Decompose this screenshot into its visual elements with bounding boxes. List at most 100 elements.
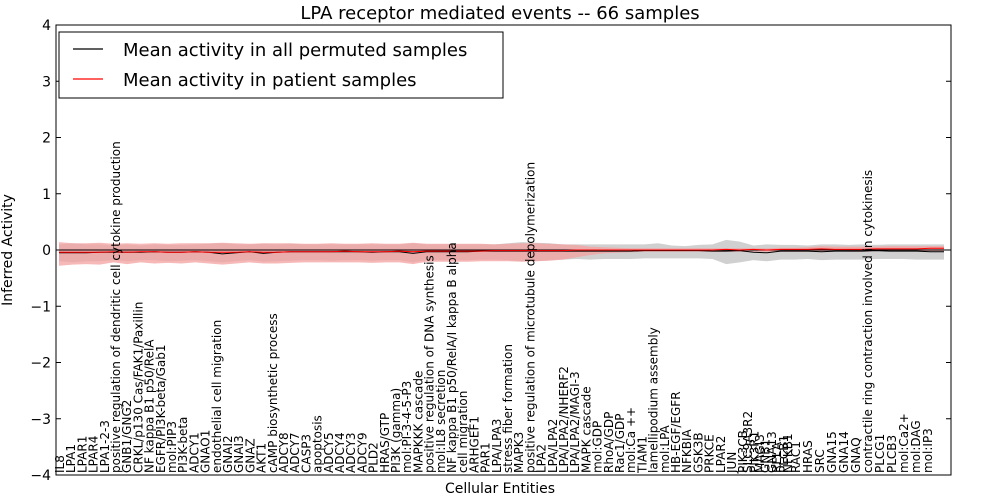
- entity-label: lamellipodium assembly: [647, 327, 661, 473]
- y-tick-label: 2: [42, 131, 51, 147]
- entity-label: SLC9A3R2: [741, 411, 755, 473]
- entity-label: MAPKKK cascade: [411, 371, 425, 473]
- entity-label: MAPK3: [512, 432, 526, 473]
- entity-label: ADCY8: [277, 432, 291, 473]
- plot-area: [56, 239, 951, 266]
- legend-box: [58, 31, 504, 99]
- entity-label: Rac1/GDP: [613, 414, 627, 473]
- y-tick-label: 0: [42, 243, 51, 259]
- entity-label: PLD2: [367, 442, 381, 473]
- entity-label: GSK3B: [691, 432, 705, 473]
- entity-label: NF kappa B1 p50/RelA: [143, 339, 157, 473]
- entity-label: cell migration: [456, 391, 470, 473]
- entity-label: ADCY7: [288, 432, 302, 473]
- entity-label: ADCY5: [322, 432, 336, 473]
- entity-label: mol:GDP: [591, 421, 605, 473]
- entity-label: mol:LPA: [658, 424, 672, 473]
- entity-label: LPA/LPA2/NHERF2: [557, 366, 571, 473]
- entity-label: PAR1: [479, 442, 493, 473]
- y-tick-label: −3: [30, 412, 51, 428]
- entity-label: RELA: [770, 441, 784, 473]
- entity-label: mol:PIP3: [165, 421, 179, 473]
- patient-samples-band: [59, 242, 944, 266]
- entity-label: EGFR/PI3K-beta/Gab1: [154, 344, 168, 473]
- entity-label: PLCG1: [873, 434, 887, 473]
- entity-label: HB-EGF/EGFR: [669, 391, 683, 473]
- patient-samples-line: [59, 247, 944, 253]
- legend: Mean activity in all permuted samples Me…: [58, 31, 504, 99]
- entity-label: PLCB3: [885, 435, 899, 473]
- y-tick-label: 1: [42, 187, 51, 203]
- entity-label: mol:DAG: [909, 420, 923, 473]
- entity-label: SRC: [813, 449, 827, 473]
- entity-label: TIAM1: [635, 436, 649, 474]
- entity-label: GNAI3: [232, 435, 246, 473]
- entity-label: LPAR4: [87, 436, 101, 473]
- y-tick-label: −2: [30, 356, 51, 372]
- entity-label: stress fiber formation: [501, 344, 515, 473]
- entity-label: PI3K-beta: [176, 417, 190, 473]
- entity-label: LPA/LPA2: [546, 419, 560, 473]
- y-tick-label: −4: [30, 468, 51, 484]
- entity-label: endothelial cell migration: [210, 320, 224, 473]
- entity-label: mol:Ca2+: [897, 413, 911, 473]
- entity-label: RhoA/GDP: [602, 412, 616, 473]
- entity-label: LPA/LPA2/MAGI-3: [568, 371, 582, 473]
- entity-label: HRAS/GTP: [378, 413, 392, 473]
- entity-label: ADCY3: [344, 432, 358, 473]
- y-tick-label: −1: [30, 299, 51, 315]
- entity-label: LPA2: [535, 444, 549, 473]
- entity-label: CASP3: [299, 434, 313, 473]
- x-axis-label: Cellular Entities: [445, 481, 555, 497]
- entity-label: RAC1: [789, 441, 803, 473]
- entity-label: LPA1: [64, 444, 78, 473]
- entity-label: GNB1: [759, 439, 773, 473]
- entity-label: MAPK cascade: [579, 386, 593, 473]
- y-axis-label: Inferred Activity: [0, 194, 16, 306]
- entity-label: NF kappa B1 p50/RelA/I kappa B alpha: [445, 242, 459, 473]
- entity-label: HRAS: [801, 440, 815, 473]
- entity-label: ADCY9: [355, 432, 369, 473]
- legend-label-patient: Mean activity in patient samples: [123, 70, 417, 91]
- entity-label: GNB1/GNG2: [120, 400, 134, 473]
- entity-label: mol:Ca ++: [624, 407, 638, 473]
- entity-label: IL8: [53, 455, 67, 473]
- entity-label: GNAQ: [849, 437, 863, 473]
- y-tick-label: 3: [42, 74, 51, 90]
- entity-label: LPA/LPA3: [490, 419, 504, 473]
- entity-label: CRKL/p130 Cas/FAK1/Paxillin: [131, 302, 145, 473]
- entity-label: ARHGEF1: [467, 416, 481, 473]
- entity-label: GNAI2: [221, 435, 235, 473]
- entity-label: PIK3CB: [736, 430, 750, 473]
- entity-label: PI3K (gamma): [389, 388, 403, 473]
- entity-label: PLCB1: [777, 435, 791, 473]
- entity-label: GNA15: [825, 431, 839, 473]
- entity-label: GNAO1: [199, 430, 213, 473]
- entity-label: contractile ring contraction involved in…: [861, 170, 875, 473]
- entity-label: GNA13: [765, 431, 779, 473]
- entity-label: mol:IP3: [921, 428, 935, 473]
- chart-title: LPA receptor mediated events -- 66 sampl…: [300, 3, 699, 24]
- entity-label: LPA1-2-3: [98, 420, 112, 473]
- entity-label: GNA14: [837, 431, 851, 473]
- entity-label: positive regulation of microtubule depol…: [523, 162, 537, 473]
- entity-label: LPAR2: [714, 436, 728, 473]
- entity-label: mol:IL8 secretion: [434, 370, 448, 473]
- entity-label: AKT1: [255, 443, 269, 473]
- entity-label: ADCY1: [187, 432, 201, 473]
- entity-label: PIK3R1: [747, 431, 761, 473]
- legend-label-permuted: Mean activity in all permuted samples: [123, 40, 467, 61]
- entity-label: NFKB1: [781, 433, 795, 473]
- entity-label: PRKCE: [703, 434, 717, 473]
- entity-label: NFKBIA: [680, 428, 694, 473]
- entity-label: GNAZ: [243, 438, 257, 473]
- entity-label: positive regulation of dendritic cell cy…: [109, 141, 123, 473]
- entity-label: LPAR1: [75, 436, 89, 473]
- entity-label: ADCY4: [333, 432, 347, 473]
- entity-label: positive regulation of DNA synthesis: [423, 255, 437, 473]
- entity-label: cAMP biosynthetic process: [266, 313, 280, 473]
